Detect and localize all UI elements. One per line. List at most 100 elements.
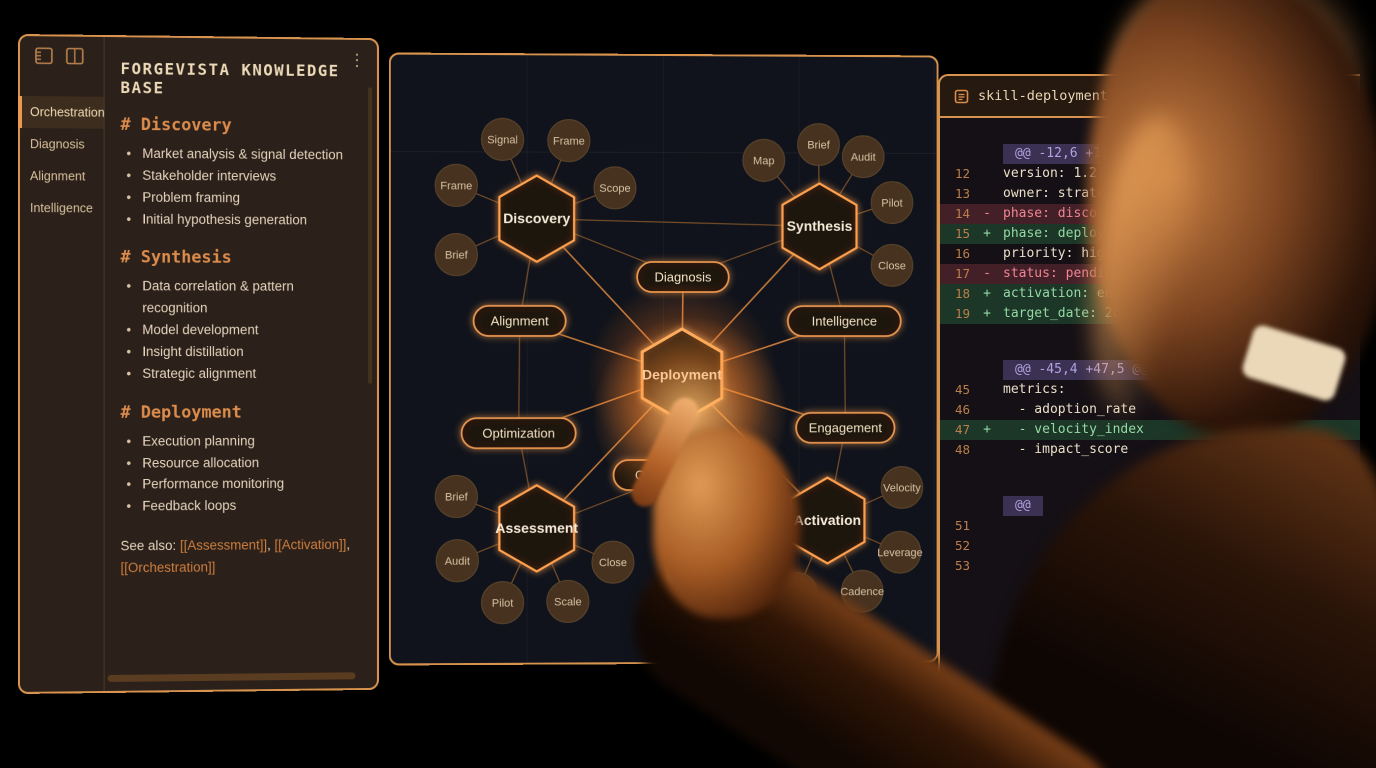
graph-node-brief3[interactable] [435, 475, 477, 517]
node-label: Map [753, 155, 774, 167]
node-label: Frame [553, 135, 585, 147]
node-label: Activation [794, 512, 861, 528]
diff-row-19: 19+target_date: 2026-Q4 [940, 304, 1360, 324]
node-label: Engagement [809, 420, 883, 435]
node-label: Audit [445, 556, 470, 568]
graph-node-synthesis[interactable] [783, 183, 857, 269]
diff-sign: - [983, 206, 991, 221]
graph-node-brief2[interactable] [798, 124, 840, 166]
graph-node-pilot2[interactable] [481, 582, 523, 624]
list-item: Performance monitoring [126, 473, 357, 496]
node-label: Deployment [642, 367, 722, 383]
tab-filename[interactable]: skill-deployment.md [978, 88, 1133, 104]
node-label: Leverage [877, 547, 922, 559]
hunk-header: @@ -45,4 +47,5 @@ [940, 360, 1360, 380]
graph-node-scale[interactable] [547, 580, 589, 622]
graph-node-brief1[interactable] [435, 233, 477, 275]
knowledge-base-content: ⋮ FORGEVISTA KNOWLEDGE BASE # DiscoveryM… [105, 37, 377, 691]
graph-node-frame1[interactable] [548, 120, 590, 162]
sidebar-item-diagnosis[interactable]: Diagnosis [29, 137, 85, 152]
node-label: Pilot [881, 198, 902, 210]
hunk-header: @@ -12,6 +12,8 @@ [940, 144, 1360, 164]
graph-edge [519, 321, 520, 433]
graph-node-intelligence[interactable] [788, 306, 901, 336]
graph-node-discovery[interactable] [499, 175, 574, 261]
notebook-icon[interactable] [33, 46, 55, 66]
diff-editor-panel: skill-deployment.md × @@ -12,6 +12,8 @@1… [938, 74, 1360, 730]
code-text: - velocity_index [1003, 422, 1144, 437]
node-label: Brief [445, 491, 469, 503]
diff-sign: + [983, 422, 991, 437]
wiki-link[interactable]: [[Orchestration]] [120, 559, 216, 576]
markdown-sections: # DiscoveryMarket analysis & signal dete… [120, 115, 357, 518]
line-number: 48 [954, 442, 970, 457]
file-icon [954, 89, 969, 104]
graph-node-frame2[interactable] [435, 164, 477, 206]
graph-node-alignment[interactable] [474, 306, 566, 336]
section-bullet-list: Market analysis & signal detectionStakeh… [120, 143, 357, 231]
graph-node-audit2[interactable] [436, 540, 478, 582]
diff-sign: + [983, 286, 991, 301]
graph-node-close1[interactable] [871, 244, 913, 286]
line-number: 15 [954, 226, 970, 241]
sidebar-item-orchestration[interactable]: Orchestration [19, 96, 105, 129]
node-label: Velocity [883, 482, 921, 494]
diff-row-17: 17-status: pending [940, 264, 1360, 284]
node-label: Signal [487, 134, 518, 146]
diff-gap [940, 460, 1360, 496]
node-label: Alignment [491, 313, 549, 328]
graph-node-assessment[interactable] [499, 485, 574, 571]
node-label: Optimization [482, 426, 555, 441]
graph-node-audit1[interactable] [842, 136, 884, 178]
graph-node-velocity[interactable] [881, 467, 923, 509]
list-item: Resource allocation [126, 452, 357, 474]
node-label: Pilot [492, 598, 514, 610]
close-icon[interactable]: × [1147, 87, 1157, 105]
sidebar-item-intelligence[interactable]: Intelligence [29, 201, 93, 216]
node-label: Discovery [503, 210, 570, 226]
line-number: 16 [954, 246, 970, 261]
list-item: Feedback loops [126, 495, 357, 518]
node-label: Scope [599, 183, 630, 195]
node-label: Close [783, 588, 811, 600]
line-number: 17 [954, 266, 970, 281]
graph-node-map[interactable] [743, 139, 785, 181]
code-text: phase: discovery [1003, 206, 1129, 221]
node-label: Intelligence [812, 314, 877, 329]
kebab-menu-icon[interactable]: ⋮ [348, 50, 366, 70]
line-number: 18 [954, 286, 970, 301]
line-number: 52 [954, 538, 970, 553]
hunk-header-text: @@ -45,4 +47,5 @@ [1003, 360, 1161, 380]
list-item: Model development [126, 319, 357, 341]
graph-node-pilot1[interactable] [871, 182, 913, 224]
graph-edge [537, 219, 820, 227]
split-view-icon[interactable] [64, 47, 86, 67]
diff-row-15: 15+phase: deployment [940, 224, 1360, 244]
graph-node-engagement[interactable] [796, 413, 894, 443]
graph-node-optimization[interactable] [462, 418, 576, 448]
line-number: 53 [954, 558, 970, 573]
diff-sign: + [983, 306, 991, 321]
list-item: Stakeholder interviews [126, 165, 357, 188]
list-item: Market analysis & signal detection [126, 143, 357, 166]
code-text: - adoption_rate [1003, 402, 1137, 417]
hunk-header-text: @@ -12,6 +12,8 @@ [1003, 144, 1161, 164]
wiki-link[interactable]: [[Activation]] [270, 537, 347, 553]
vertical-scrollbar[interactable] [368, 87, 373, 384]
graph-node-signal[interactable] [481, 118, 523, 160]
sidebar-item-alignment[interactable]: Alignment [29, 169, 86, 184]
wiki-link[interactable]: [[Assessment]] [179, 537, 268, 554]
line-number: 45 [954, 382, 970, 397]
code-text: - impact_score [1003, 442, 1129, 457]
line-number: 46 [954, 402, 970, 417]
list-item: Data correlation & pattern recognition [126, 276, 357, 320]
